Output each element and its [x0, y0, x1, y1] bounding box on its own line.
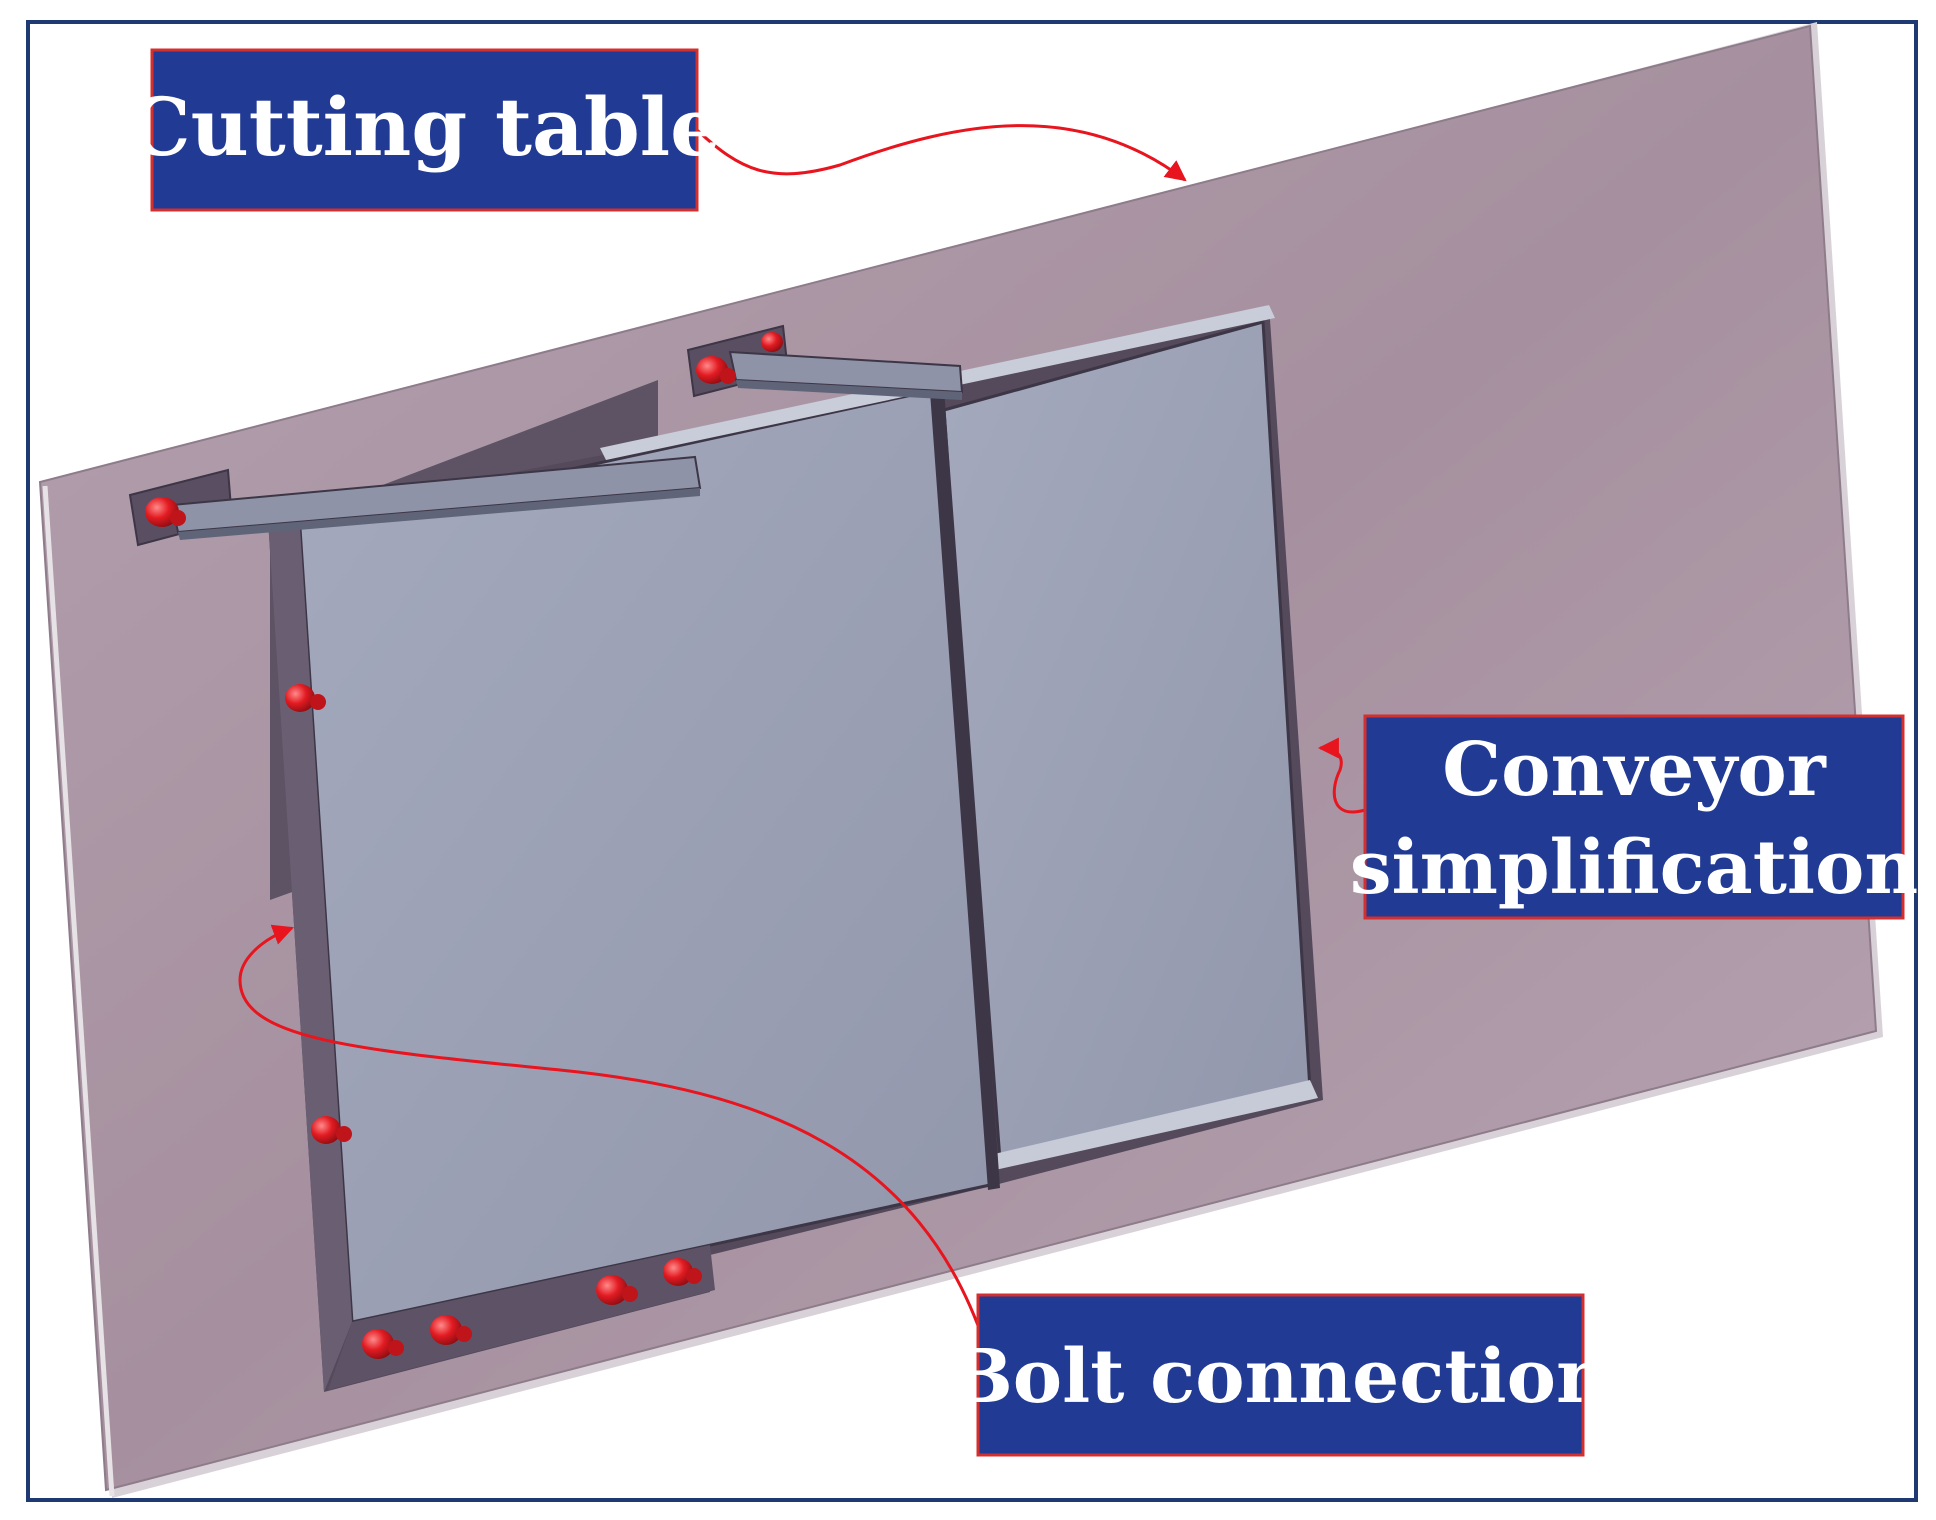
bolt-connection-label-box [976, 1293, 1585, 1457]
bolt-icon [430, 1315, 472, 1345]
bolt-icon [596, 1275, 638, 1305]
bolt-icon [696, 356, 736, 384]
cutting-table-label-text: Cutting table [127, 80, 721, 174]
leader-arrows [238, 124, 1366, 1346]
conveyor-arrow [1317, 737, 1366, 814]
conveyor-label-line1: Conveyor [1442, 727, 1826, 813]
bolt-connection-label-text: Bolt connection [950, 1334, 1610, 1420]
bolt-icon [311, 1116, 352, 1144]
conveyor-label-box [1363, 714, 1905, 920]
bolt-connection-label: Bolt connection [950, 1293, 1610, 1457]
conveyor-label-line2: simplification [1350, 825, 1918, 911]
cutting-table-label-box [150, 48, 699, 212]
conveyor-simplification-label: Conveyor simplification [1350, 714, 1918, 920]
cutting-table-label: Cutting table [127, 48, 721, 212]
bolt-connection-arrow [238, 924, 987, 1346]
bolt-icon [761, 332, 783, 352]
bolt-icon [663, 1258, 702, 1286]
bolts [145, 332, 783, 1359]
bolt-icon [285, 684, 326, 712]
bolt-icon [362, 1329, 404, 1359]
mounting-brackets [128, 324, 964, 547]
cutting-table-arrow [695, 124, 1187, 182]
bolt-icon [145, 497, 186, 527]
